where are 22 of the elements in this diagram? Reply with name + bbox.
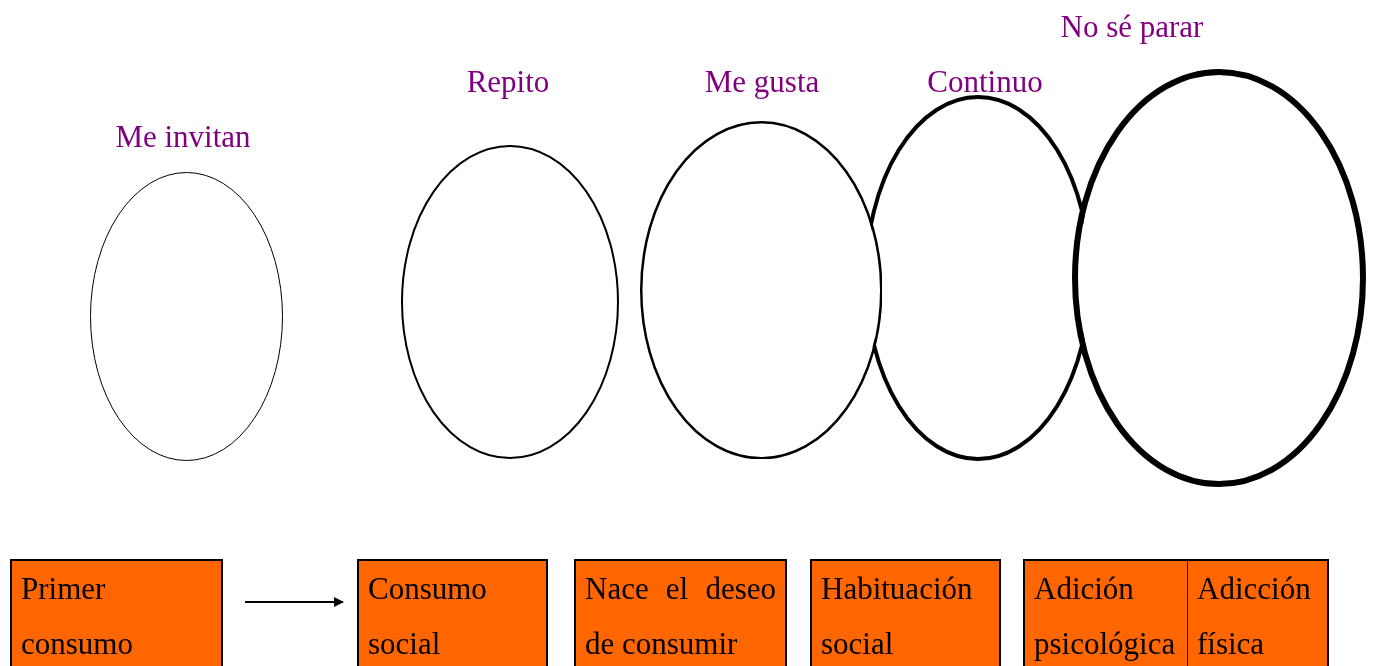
stage-box xyxy=(1188,559,1329,666)
ellipse xyxy=(89,171,283,461)
arrow xyxy=(244,597,344,607)
stage-caption: Me invitan xyxy=(115,120,251,154)
stage-box xyxy=(810,559,1001,666)
stage-label: Adicción física xyxy=(1197,570,1312,663)
ellipse xyxy=(639,120,883,460)
stage-box xyxy=(357,559,548,666)
stage-box xyxy=(1023,559,1189,666)
stage-label: Consumo social xyxy=(368,570,488,663)
stage-label: Primer consumo xyxy=(21,570,134,663)
stage-caption: Repito xyxy=(466,65,550,99)
ellipse xyxy=(401,145,619,459)
stage-caption: Continuo xyxy=(927,65,1043,99)
stage-box xyxy=(574,559,787,666)
stage-caption: No sé parar xyxy=(1060,10,1204,44)
stage-caption: Me gusta xyxy=(704,65,820,99)
ellipse xyxy=(1072,69,1366,487)
stage-label: Habituación social xyxy=(821,570,974,663)
stage-label: Nace el deseo de consumir xyxy=(585,570,776,663)
stage-label: Adición psicológica xyxy=(1034,570,1177,663)
stage-box xyxy=(10,559,223,666)
